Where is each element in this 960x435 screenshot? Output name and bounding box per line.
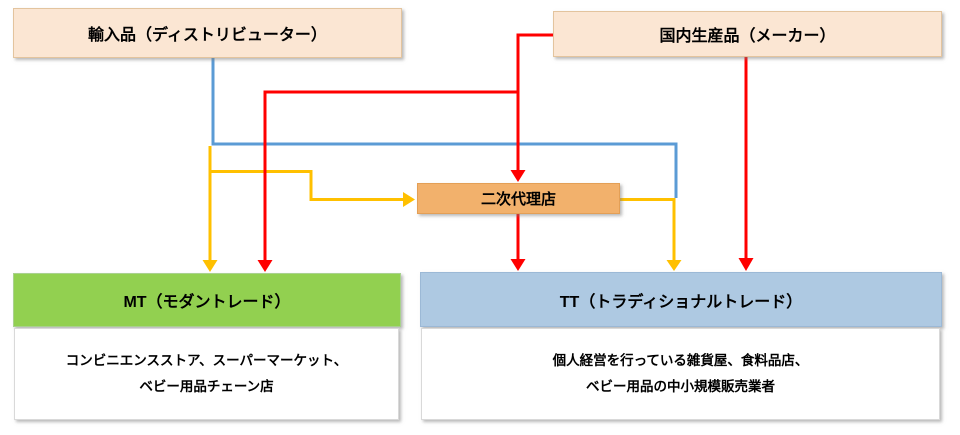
tt-header-label: TT（トラディショナルトレード） [559, 293, 803, 311]
tt-header-box: TT（トラディショナルトレード） [420, 272, 942, 327]
imported-goods-label: 輸入品（ディストリビューター） [88, 27, 327, 44]
red-arrowhead-tt-left [510, 259, 526, 271]
yellow-arrowhead-mt [202, 260, 218, 272]
secondary-agent-label: 二次代理店 [480, 191, 556, 208]
red-arrowhead-mt [257, 260, 273, 272]
red-connector-domestic-to-agent [516, 33, 553, 171]
yellow-arrowhead-agent [403, 192, 415, 207]
domestic-goods-label: 国内生産品（メーカー） [659, 28, 836, 45]
red-arrowhead-agent [510, 170, 526, 182]
red-connector-to-mt [263, 90, 518, 261]
mt-description-box: コンビニエンスストア、スーパーマーケット、 ベビー用品チェーン店 [14, 328, 399, 420]
tt-description-line2: ベビー用品の中小規模販売業者 [586, 379, 775, 394]
imported-goods-box: 輸入品（ディストリビューター） [13, 8, 402, 58]
yellow-arrowhead-tt [666, 260, 682, 271]
mt-description-line2: ベビー用品チェーン店 [139, 379, 274, 394]
mt-header-box: MT（モダントレード） [13, 273, 401, 327]
tt-description-box: 個人経営を行っている雑貨屋、食料品店、 ベビー用品の中小規模販売業者 [421, 328, 940, 420]
mt-header-label: MT（モダントレード） [123, 294, 291, 311]
yellow-connector-to-agent [210, 170, 403, 201]
red-arrowhead-tt-right [738, 258, 754, 271]
secondary-agent-box: 二次代理店 [417, 183, 620, 214]
blue-connector-imported [211, 58, 678, 198]
yellow-connector-agent-to-tt [619, 198, 676, 261]
domestic-goods-box: 国内生産品（メーカー） [553, 11, 942, 57]
mt-description-line1: コンビニエンスストア、スーパーマーケット、 [65, 353, 348, 368]
tt-description-line1: 個人経営を行っている雑貨屋、食料品店、 [552, 353, 809, 368]
